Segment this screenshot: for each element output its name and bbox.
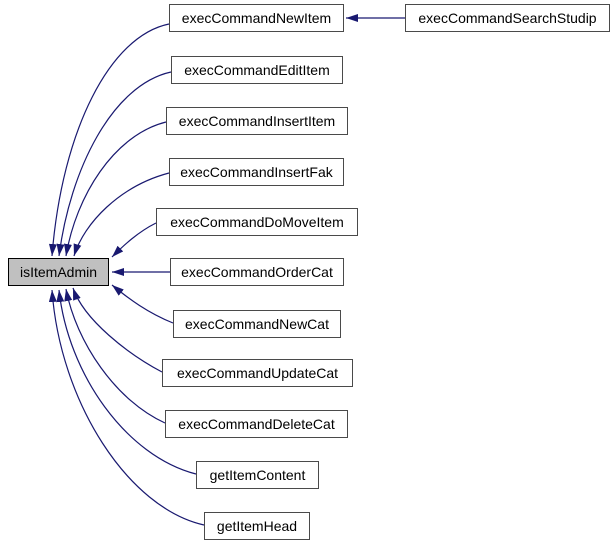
edge-execCommandInsertItem-isItemAdmin bbox=[64, 121, 167, 257]
node-execCommandOrderCat[interactable]: execCommandOrderCat bbox=[170, 258, 344, 286]
node-execCommandUpdateCat[interactable]: execCommandUpdateCat bbox=[162, 359, 353, 387]
edge-execCommandDoMoveItem-isItemAdmin bbox=[111, 222, 157, 258]
node-execCommandEditItem[interactable]: execCommandEditItem bbox=[171, 56, 343, 84]
node-isItemAdmin: isItemAdmin bbox=[8, 258, 109, 286]
edge-execCommandNewItem-isItemAdmin bbox=[48, 23, 170, 257]
edge-execCommandUpdateCat-isItemAdmin bbox=[72, 287, 163, 373]
node-execCommandNewItem[interactable]: execCommandNewItem bbox=[169, 4, 344, 32]
node-execCommandDeleteCat[interactable]: execCommandDeleteCat bbox=[165, 410, 348, 438]
edge-execCommandDeleteCat-isItemAdmin bbox=[64, 288, 166, 424]
node-execCommandSearchStudip[interactable]: execCommandSearchStudip bbox=[405, 4, 610, 32]
node-execCommandDoMoveItem[interactable]: execCommandDoMoveItem bbox=[156, 208, 358, 236]
node-getItemHead[interactable]: getItemHead bbox=[204, 512, 310, 540]
edge-execCommandEditItem-isItemAdmin bbox=[56, 71, 172, 257]
node-execCommandInsertItem[interactable]: execCommandInsertItem bbox=[166, 107, 348, 135]
node-getItemContent[interactable]: getItemContent bbox=[196, 461, 319, 489]
node-execCommandInsertFak[interactable]: execCommandInsertFak bbox=[169, 158, 344, 186]
edge-execCommandInsertFak-isItemAdmin bbox=[73, 172, 170, 257]
edge-getItemHead-isItemAdmin bbox=[48, 289, 205, 526]
node-execCommandNewCat[interactable]: execCommandNewCat bbox=[173, 310, 341, 338]
edge-execCommandNewCat-isItemAdmin bbox=[111, 284, 174, 324]
edge-getItemContent-isItemAdmin bbox=[56, 289, 197, 475]
